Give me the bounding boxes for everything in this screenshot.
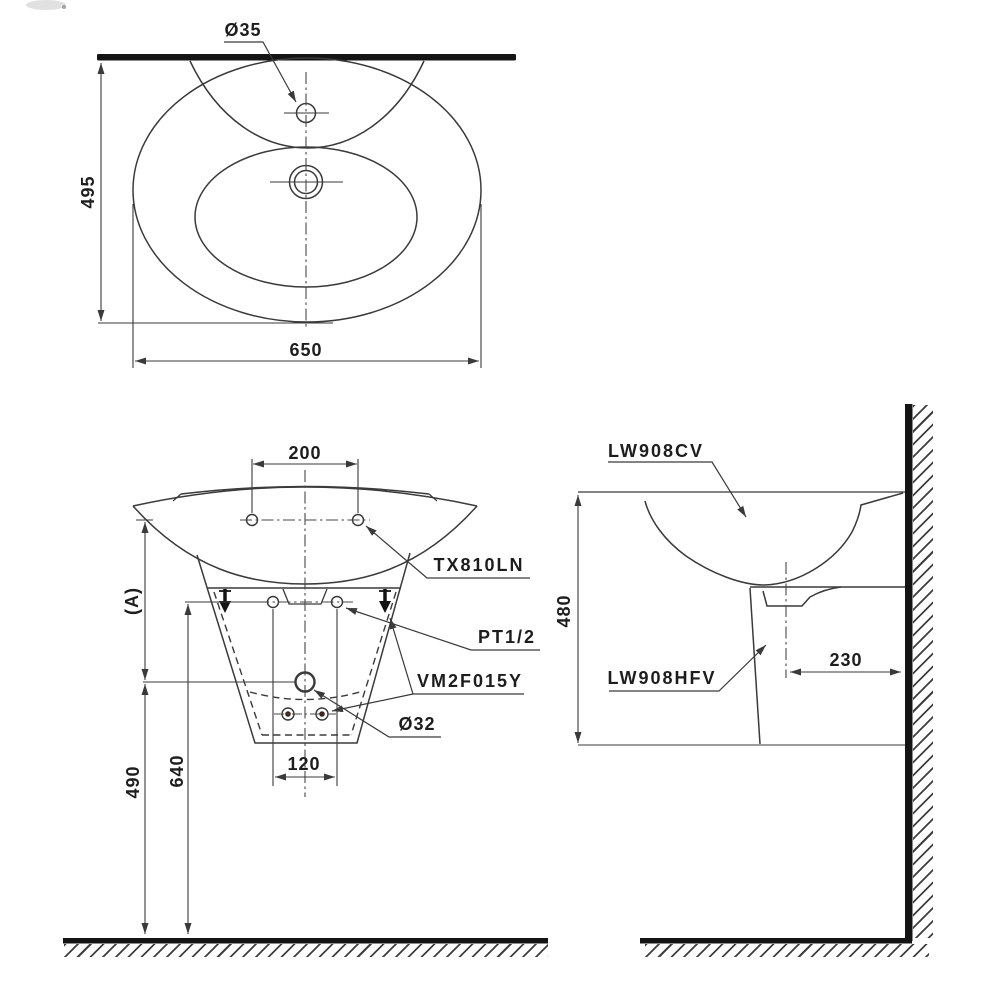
hanger-bolt-left [219,589,231,613]
scan-smudge [26,0,66,10]
label-fixing-kit-code: VM2F015Y [416,671,524,691]
side-wall-line [905,404,913,941]
label-pedestal-code: LW908HFV [607,668,717,688]
front-floor-line [63,938,548,944]
label-faucet-code: TX810LN [433,555,525,575]
basin-back-edge [189,60,425,149]
front-pedestal-outline [196,552,411,744]
leader-fixing-kit-screw [331,693,414,713]
side-trap-cover [762,586,842,607]
label-basin-code: LW908CV [607,441,705,461]
front-view-drawing [63,459,548,944]
leader-pedestal-code [609,644,767,692]
dim-supply-spacing-120: 120 [287,754,321,774]
leader-supply-code [345,607,540,651]
top-wall-line [97,54,516,61]
dim-drain-height-490: 490 [123,765,143,799]
side-view-drawing [574,404,913,944]
leader-drain-dia [313,689,441,738]
drain-hole [294,671,316,693]
scan-speck [62,5,66,9]
dim-depth-495: 495 [78,175,98,209]
dim-drain-dia-32: Ø32 [398,714,436,734]
side-wall-hatching [913,405,933,938]
leader-faucet-code [365,525,530,579]
dim-hole-spacing-200: 200 [288,443,322,463]
top-view-drawing [97,41,516,368]
side-floor-hatching [645,944,929,957]
front-floor-hatching [64,944,548,957]
dim-drain-wall-offset-230: 230 [829,650,863,670]
basin-outer-rim [132,57,482,323]
leader-faucet-dia [224,41,297,103]
leader-basin-code [608,461,747,518]
dim-ref-A: (A) [122,587,142,615]
hanger-bolt-right [379,589,391,613]
dim-pedestal-height-480: 480 [554,594,574,628]
label-supply-code: PT1/2 [477,627,537,647]
front-hidden-edges [213,591,397,736]
dim-supply-height-640: 640 [167,754,187,788]
dim-width-650: 650 [289,340,323,360]
side-floor-line [640,938,912,944]
side-pedestal-edge [749,587,761,745]
side-basin-profile [644,492,904,586]
dim-faucet-hole-dia: Ø35 [224,20,262,40]
